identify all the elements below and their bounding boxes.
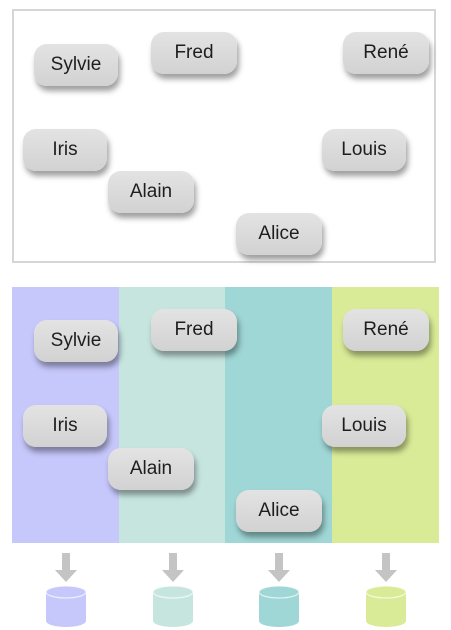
database-column-3 [257,553,301,629]
down-arrow-icon [162,553,184,582]
database-icon [258,585,300,627]
partitioned-pill-rene: René [343,309,429,351]
partitioned-pill-iris: Iris [23,405,107,447]
name-pill-rene: René [343,32,429,74]
database-icon [45,585,87,627]
database-icon [365,585,407,627]
down-arrow-icon [375,553,397,582]
name-pill-iris: Iris [23,129,107,171]
partitioned-pill-alice: Alice [236,490,322,532]
partitioned-pill-louis: Louis [322,405,406,447]
arrow-and-database [365,553,407,627]
partitioned-pill-alain: Alain [108,448,194,490]
name-pill-alice: Alice [236,213,322,255]
database-column-2 [151,553,195,629]
name-pill-louis: Louis [322,129,406,171]
down-arrow-icon [55,553,77,582]
arrow-and-database [45,553,87,627]
partitioned-pill-fred: Fred [151,309,237,351]
database-column-1 [44,553,88,629]
partitioned-pill-sylvie: Sylvie [34,320,118,362]
name-pill-sylvie: Sylvie [34,44,118,86]
down-arrow-icon [268,553,290,582]
database-icon [152,585,194,627]
name-pill-fred: Fred [151,32,237,74]
database-column-4 [364,553,408,629]
name-pill-alain: Alain [108,171,194,213]
arrow-and-database [258,553,300,627]
arrow-and-database [152,553,194,627]
